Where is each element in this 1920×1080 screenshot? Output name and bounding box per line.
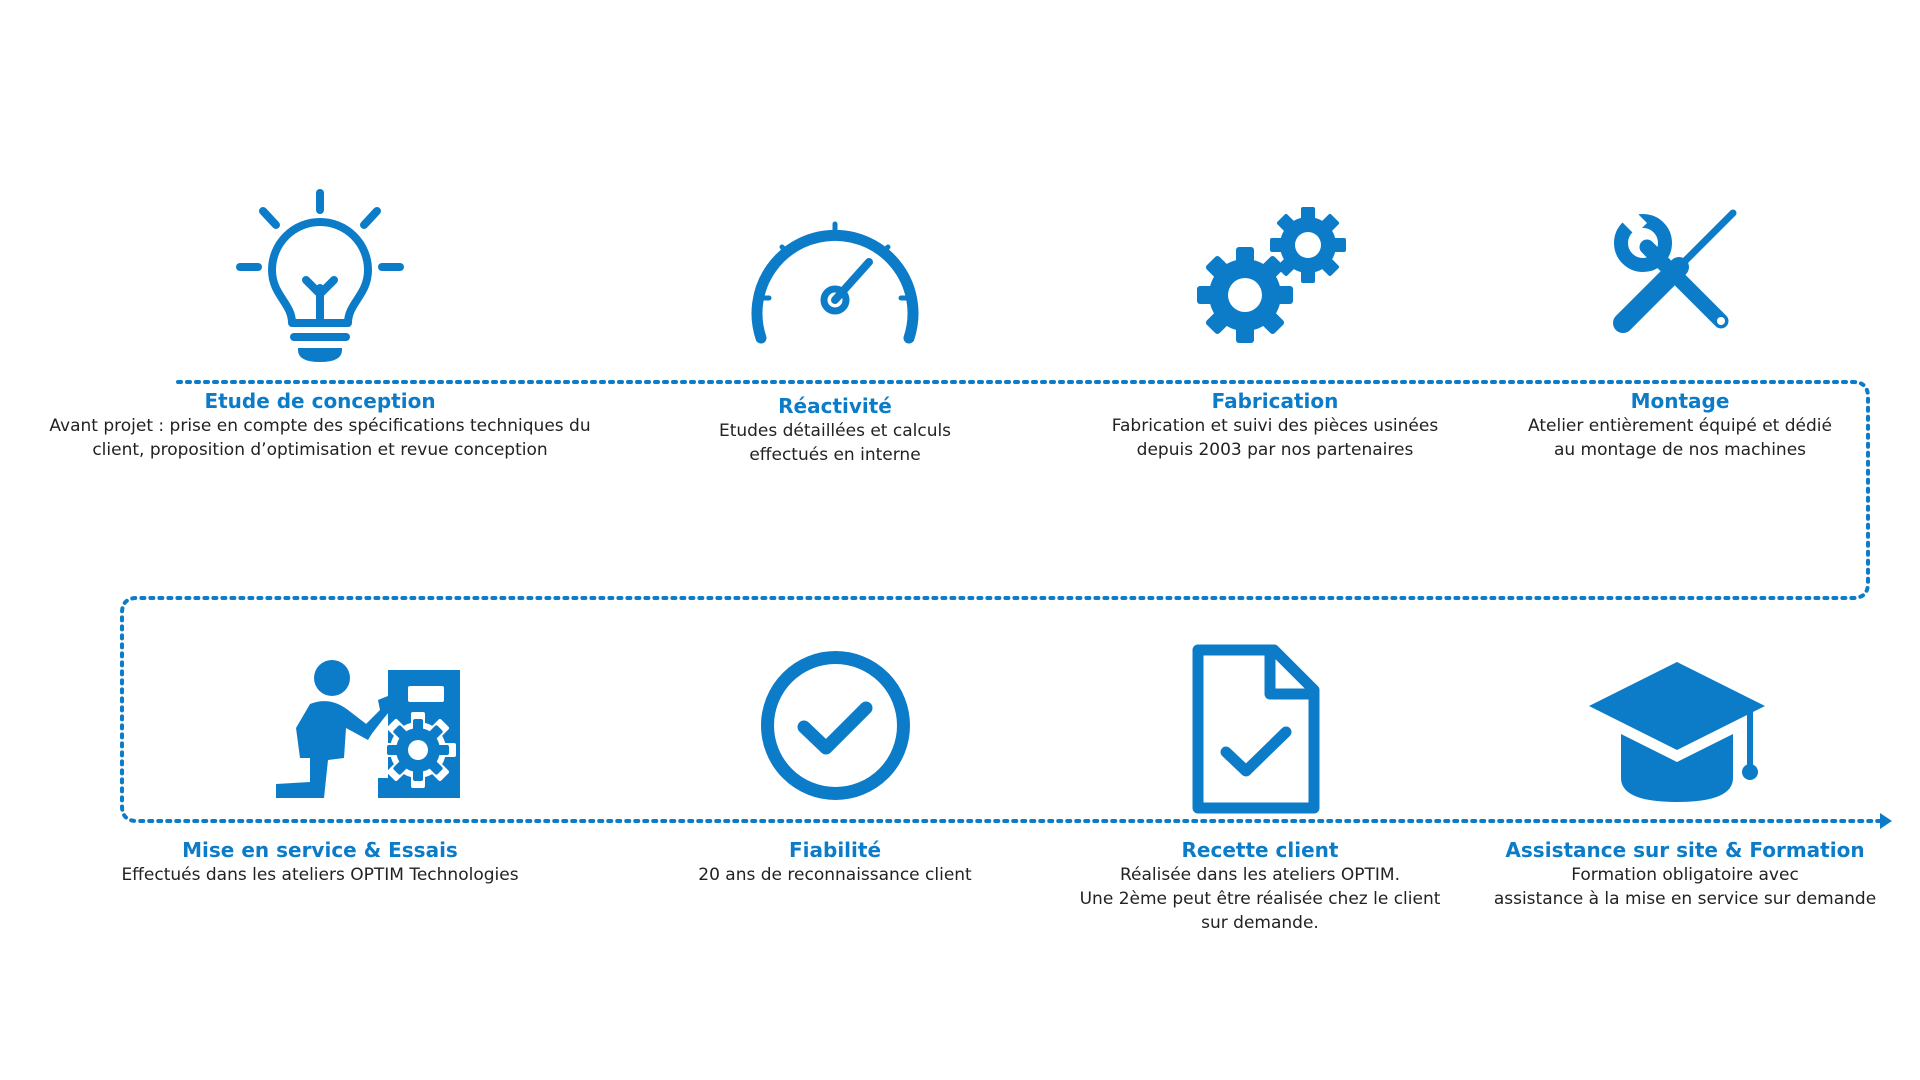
step-description: Etudes détaillées et calculs effectués e…: [650, 419, 1020, 467]
step-description: Atelier entièrement équipé et dédié au m…: [1500, 414, 1860, 462]
step-description-line: au montage de nos machines: [1553, 440, 1807, 460]
document-check-icon: [1192, 644, 1320, 814]
step-description: Effectués dans les ateliers OPTIM Techno…: [90, 863, 550, 887]
step-mise-en-service-essais: Mise en service & Essais Effectués dans …: [90, 837, 550, 887]
step-title: Montage: [1630, 389, 1730, 413]
step-assistance-formation: Assistance sur site & Formation Formatio…: [1480, 837, 1890, 911]
step-description-line: client, proposition d’optimisation et re…: [92, 440, 548, 460]
step-etude-de-conception: Etude de conception Avant projet : prise…: [30, 388, 610, 462]
step-title: Recette client: [1181, 838, 1339, 862]
step-description-line: assistance à la mise en service sur dema…: [1493, 889, 1877, 909]
graduation-cap-icon: [1589, 662, 1765, 802]
step-description-line: Effectués dans les ateliers OPTIM Techno…: [121, 865, 519, 885]
step-reactivite: Réactivité Etudes détaillées et calculs …: [650, 393, 1020, 467]
lightbulb-icon: [236, 189, 404, 363]
flow-arrowhead-icon: [1880, 813, 1892, 829]
step-fabrication: Fabrication Fabrication et suivi des piè…: [1070, 388, 1480, 462]
step-title: Mise en service & Essais: [182, 838, 458, 862]
step-description-line: Formation obligatoire avec: [1571, 865, 1799, 885]
step-description-line: Avant projet : prise en compte des spéci…: [49, 416, 591, 436]
technician-machine-icon: [276, 660, 460, 798]
speedometer-icon: [751, 221, 919, 344]
step-description: Formation obligatoire avec assistance à …: [1480, 863, 1890, 911]
step-fiabilite: Fiabilité 20 ans de reconnaissance clien…: [660, 837, 1010, 887]
step-description-line: sur demande.: [1201, 913, 1319, 933]
check-circle-icon: [761, 651, 910, 800]
step-description-line: Réalisée dans les ateliers OPTIM.: [1119, 865, 1401, 885]
step-description: Réalisée dans les ateliers OPTIM. Une 2è…: [1055, 863, 1465, 935]
step-title: Etude de conception: [204, 389, 436, 413]
step-title: Réactivité: [778, 394, 892, 418]
step-recette-client: Recette client Réalisée dans les atelier…: [1055, 837, 1465, 935]
step-title: Assistance sur site & Formation: [1505, 838, 1865, 862]
step-description: 20 ans de reconnaissance client: [660, 863, 1010, 887]
gears-icon: [1197, 207, 1346, 343]
step-description-line: Une 2ème peut être réalisée chez le clie…: [1079, 889, 1441, 909]
step-description: Fabrication et suivi des pièces usinées …: [1070, 414, 1480, 462]
step-description-line: Atelier entièrement équipé et dédié: [1528, 416, 1832, 436]
step-description: Avant projet : prise en compte des spéci…: [30, 414, 610, 462]
step-title: Fiabilité: [788, 838, 882, 862]
step-description-line: effectués en interne: [749, 445, 921, 465]
step-title: Fabrication: [1211, 389, 1339, 413]
step-description-line: 20 ans de reconnaissance client: [698, 865, 972, 885]
step-montage: Montage Atelier entièrement équipé et dé…: [1500, 388, 1860, 462]
step-description-line: depuis 2003 par nos partenaires: [1136, 440, 1414, 460]
wrench-screwdriver-icon: [1613, 207, 1737, 333]
step-description-line: Etudes détaillées et calculs: [718, 421, 952, 441]
step-description-line: Fabrication et suivi des pièces usinées: [1111, 416, 1439, 436]
